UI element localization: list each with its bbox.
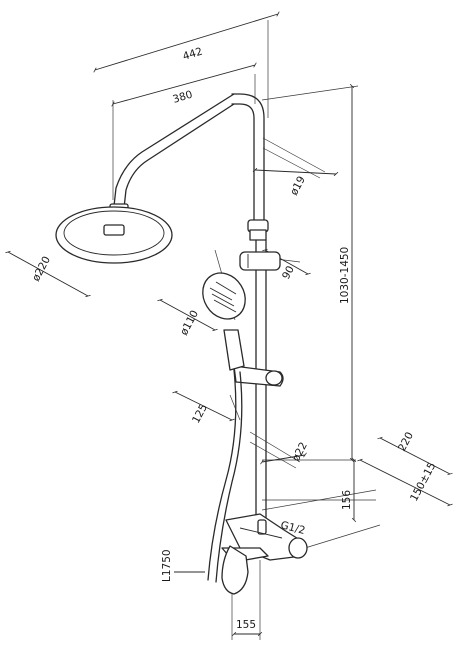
label-spout-length: 155 [236,619,256,631]
spout [221,545,249,595]
label-hand-shower-diameter: ø110 [178,308,201,337]
label-width-total: 442 [181,46,204,63]
label-slider-reach: 125 [190,402,210,425]
shower-column [55,93,284,583]
mixer-valve [221,513,308,595]
label-holder-offset: 90 [280,264,297,281]
hose [207,369,237,581]
hand-shower [202,272,246,371]
label-hose-length: L1750 [161,549,173,582]
label-width-arm: 380 [171,89,194,106]
label-inlet-thread: G1/2 [279,519,306,537]
handle-knob [288,537,308,559]
label-wall-projection: 220 [396,430,416,453]
label-height-range: 1030-1450 [339,247,351,304]
dimension-lines [5,11,453,637]
label-rain-head-diameter: ø220 [30,254,53,283]
label-mixer-height: 156 [341,490,353,510]
label-pipe-diameter-top: ø19 [288,174,308,197]
top-holder [239,251,281,271]
